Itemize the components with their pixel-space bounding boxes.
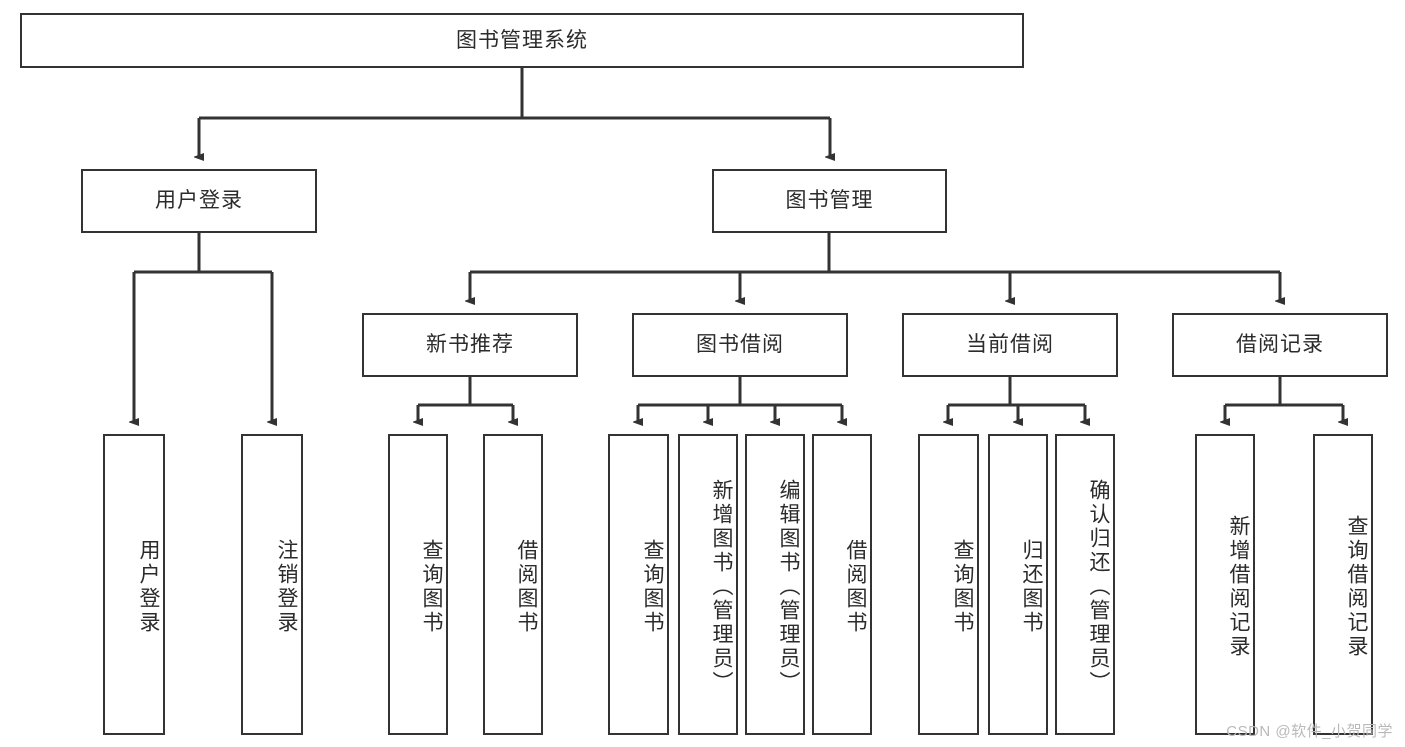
node-leaf-return-book-label: 归还图书 <box>1020 538 1043 635</box>
node-leaf-add-record[interactable]: 新增借阅记录 <box>1195 434 1255 735</box>
node-leaf-borrow-book-2-label: 借阅图书 <box>844 538 867 635</box>
node-leaf-user-login[interactable]: 用户登录 <box>103 434 165 735</box>
node-leaf-add-record-label: 新增借阅记录 <box>1227 514 1250 659</box>
node-borrow-record[interactable]: 借阅记录 <box>1172 313 1388 377</box>
node-leaf-edit-book[interactable]: 编辑图书（管理员） <box>745 434 805 735</box>
node-leaf-query-book-1[interactable]: 查询图书 <box>388 434 448 735</box>
node-leaf-user-login-label: 用户登录 <box>137 538 160 635</box>
node-leaf-borrow-book-1-label: 借阅图书 <box>515 538 538 635</box>
node-current-borrow-label: 当前借阅 <box>966 333 1054 357</box>
node-book-borrow[interactable]: 图书借阅 <box>632 313 848 377</box>
node-leaf-query-book-2[interactable]: 查询图书 <box>608 434 669 735</box>
node-root-label: 图书管理系统 <box>456 28 588 52</box>
node-leaf-query-book-3-label: 查询图书 <box>951 538 974 635</box>
node-leaf-borrow-book-1[interactable]: 借阅图书 <box>483 434 543 735</box>
node-user-login[interactable]: 用户登录 <box>81 169 317 233</box>
node-current-borrow[interactable]: 当前借阅 <box>902 313 1118 377</box>
node-book-manage-label: 图书管理 <box>785 189 874 213</box>
node-book-borrow-label: 图书借阅 <box>696 333 784 357</box>
node-leaf-edit-book-label: 编辑图书（管理员） <box>777 478 800 695</box>
node-leaf-return-book[interactable]: 归还图书 <box>988 434 1048 735</box>
node-new-book-rec[interactable]: 新书推荐 <box>362 313 578 377</box>
node-leaf-query-record[interactable]: 查询借阅记录 <box>1313 434 1373 735</box>
node-leaf-query-book-1-label: 查询图书 <box>420 538 443 635</box>
node-leaf-query-book-3[interactable]: 查询图书 <box>918 434 979 735</box>
node-leaf-logout-label: 注销登录 <box>275 538 298 635</box>
node-user-login-label: 用户登录 <box>155 189 243 213</box>
node-leaf-logout[interactable]: 注销登录 <box>241 434 303 735</box>
node-new-book-rec-label: 新书推荐 <box>426 333 514 357</box>
node-leaf-confirm-return-label: 确认归还（管理员） <box>1087 478 1110 695</box>
node-leaf-add-book[interactable]: 新增图书（管理员） <box>678 434 738 735</box>
node-borrow-record-label: 借阅记录 <box>1236 333 1324 357</box>
node-leaf-confirm-return[interactable]: 确认归还（管理员） <box>1055 434 1115 735</box>
node-leaf-add-book-label: 新增图书（管理员） <box>710 478 733 695</box>
node-root[interactable]: 图书管理系统 <box>20 13 1024 68</box>
node-book-manage[interactable]: 图书管理 <box>712 169 947 233</box>
node-leaf-borrow-book-2[interactable]: 借阅图书 <box>812 434 872 735</box>
node-leaf-query-record-label: 查询借阅记录 <box>1345 514 1368 659</box>
watermark-text: CSDN @软件_小贺同学 <box>1226 723 1393 740</box>
node-leaf-query-book-2-label: 查询图书 <box>641 538 664 635</box>
